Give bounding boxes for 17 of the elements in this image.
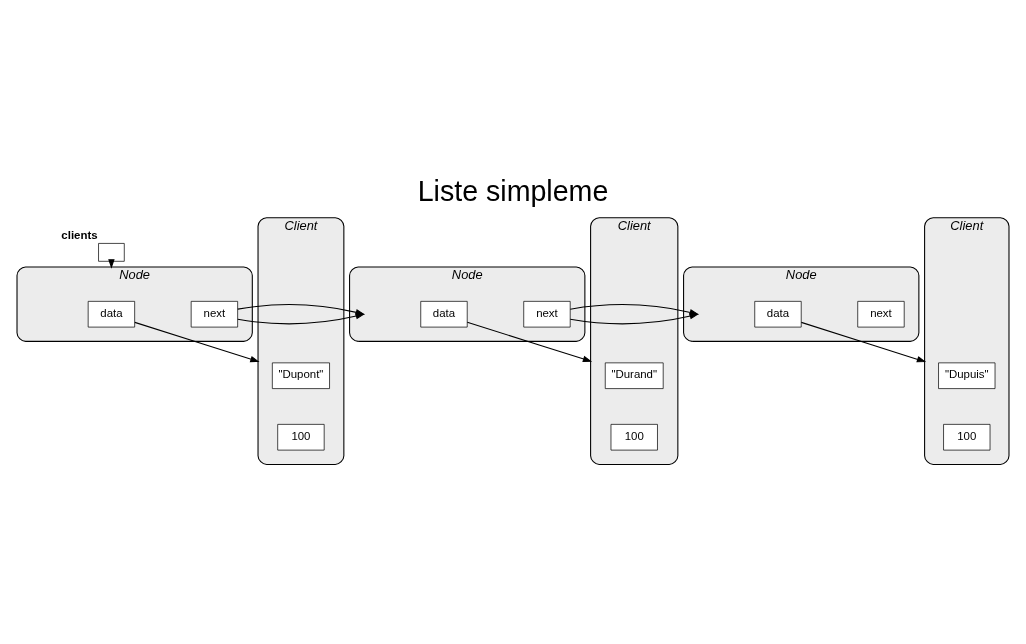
node-box: next: [190, 300, 238, 327]
node-box: data: [754, 300, 802, 327]
node-box: next: [523, 300, 571, 327]
node-box: data: [420, 300, 468, 327]
node-box: "Dupont": [271, 362, 330, 389]
node-box: next: [857, 300, 905, 327]
arrow: [134, 321, 260, 362]
node-box: 100: [277, 423, 325, 450]
node-label: clients: [61, 228, 98, 241]
arrow: [800, 321, 927, 362]
node-box: "Dupuis": [938, 362, 996, 389]
node-box: "Durand": [604, 362, 664, 389]
node-box: data: [87, 300, 135, 327]
node-box: 100: [943, 423, 991, 450]
arrow: [466, 321, 593, 362]
node-box: 100: [610, 423, 658, 450]
diagram-title: Liste simpleme: [417, 174, 609, 207]
